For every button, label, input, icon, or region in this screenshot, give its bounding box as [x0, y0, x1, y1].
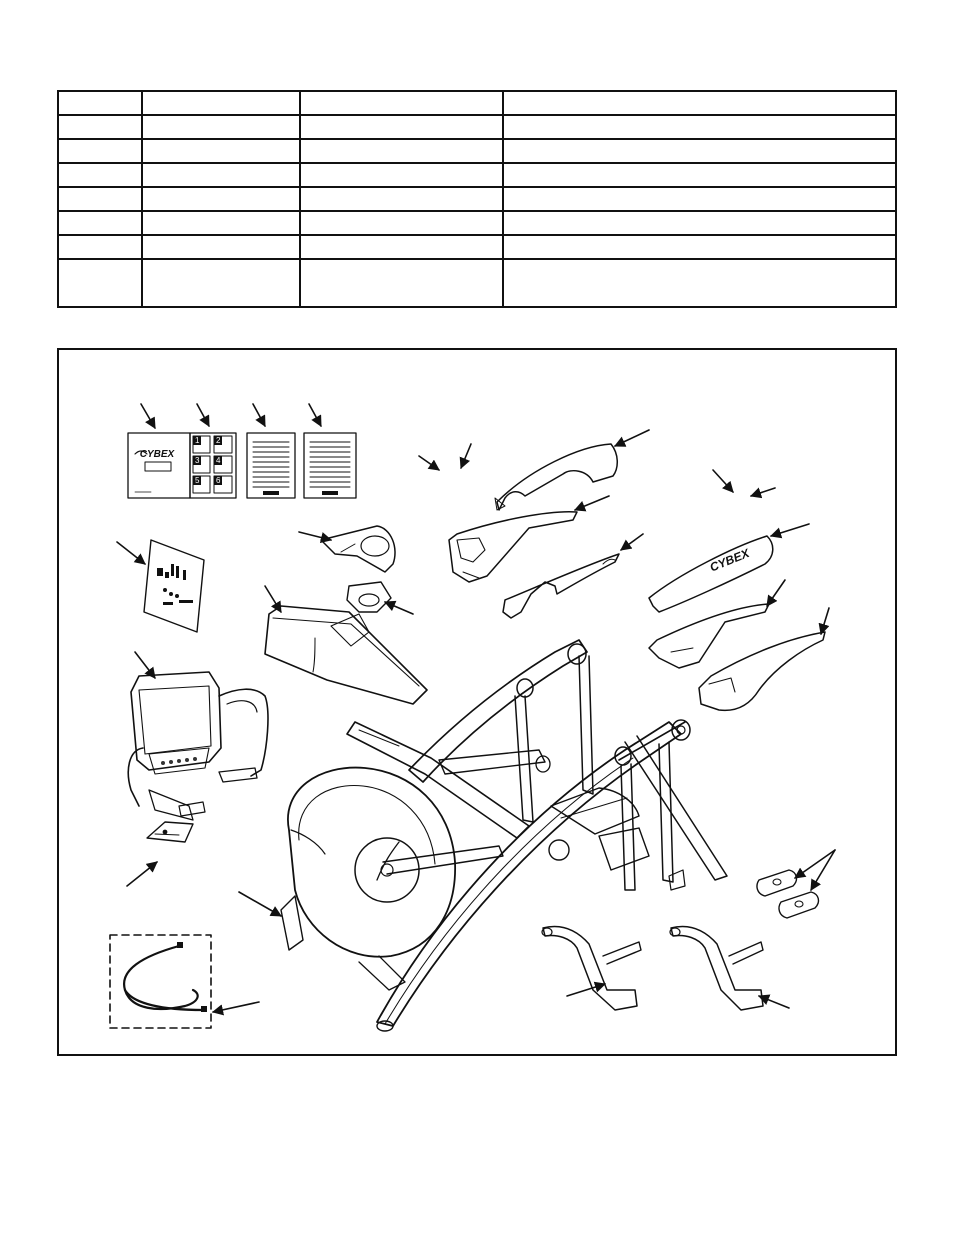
table-cell — [141, 90, 301, 116]
table-cell — [141, 234, 301, 260]
table-cell — [141, 114, 301, 140]
callout-arrows — [116, 403, 836, 1016]
left-lower-cover — [502, 553, 620, 619]
right-lower-handlebar — [669, 925, 764, 1011]
table-cell — [299, 90, 504, 116]
table-cell — [502, 90, 897, 116]
table-cell — [502, 258, 897, 308]
table-row — [57, 210, 897, 236]
console-assembly — [127, 671, 269, 821]
table-cell — [57, 138, 143, 164]
table-row — [57, 258, 897, 308]
front-shroud — [264, 605, 428, 705]
table-cell — [141, 186, 301, 212]
elliptical-machine-frame — [280, 639, 728, 1032]
table-cell — [299, 234, 504, 260]
table-cell — [141, 162, 301, 188]
assembly-chart-document: 1 2 3 4 5 6 — [189, 432, 237, 499]
owners-manual-document: CYBEX — [127, 432, 191, 499]
small-center-cover — [346, 581, 392, 613]
chart-page-number: 3 — [195, 456, 200, 465]
table-cell — [502, 114, 897, 140]
chart-page-number: 5 — [195, 476, 200, 485]
table-cell — [502, 234, 897, 260]
left-pedal-arm-cover — [448, 510, 578, 583]
table-row — [57, 90, 897, 116]
table-cell — [502, 186, 897, 212]
table-cell — [299, 162, 504, 188]
table-cell — [141, 210, 301, 236]
table-cell — [299, 258, 504, 308]
chart-page-number: 1 — [195, 436, 200, 445]
table-cell — [502, 210, 897, 236]
console-mount-bracket — [146, 821, 194, 843]
table-cell — [57, 186, 143, 212]
left-upper-cover — [494, 443, 618, 511]
chart-page-number: 2 — [216, 436, 221, 445]
parts-list-table — [57, 90, 897, 308]
instruction-sheet-document — [246, 432, 296, 499]
table-cell — [57, 162, 143, 188]
table-row — [57, 114, 897, 140]
right-pedal-arm-cover — [648, 603, 770, 669]
right-upper-cover: CYBEX — [648, 535, 774, 613]
parts-diagram-frame: CYBEX 1 2 3 4 5 — [57, 348, 897, 1056]
table-cell — [299, 186, 504, 212]
table-cell — [299, 210, 504, 236]
chart-page-number: 4 — [216, 456, 221, 465]
right-lower-cover — [698, 631, 826, 712]
table-cell — [299, 114, 504, 140]
chart-page-number: 6 — [216, 476, 221, 485]
table-cell — [57, 114, 143, 140]
left-lower-handlebar — [541, 925, 642, 1011]
hardware-card — [143, 539, 205, 633]
table-cell — [57, 234, 143, 260]
table-cell — [57, 210, 143, 236]
foot-pad-pair — [756, 869, 820, 919]
warranty-sheet-document — [303, 432, 357, 499]
power-cord-box — [109, 934, 212, 1029]
table-cell — [141, 258, 301, 308]
table-cell — [299, 138, 504, 164]
table-row — [57, 234, 897, 260]
table-cell — [57, 258, 143, 308]
upper-center-shroud — [320, 525, 396, 573]
table-row — [57, 162, 897, 188]
exploded-parts-diagram: CYBEX 1 2 3 4 5 — [109, 403, 836, 1032]
table-row — [57, 138, 897, 164]
table-cell — [57, 90, 143, 116]
manual-logo-text: CYBEX — [140, 449, 176, 460]
table-cell — [502, 138, 897, 164]
table-row — [57, 186, 897, 212]
table-cell — [502, 162, 897, 188]
table-cell — [141, 138, 301, 164]
